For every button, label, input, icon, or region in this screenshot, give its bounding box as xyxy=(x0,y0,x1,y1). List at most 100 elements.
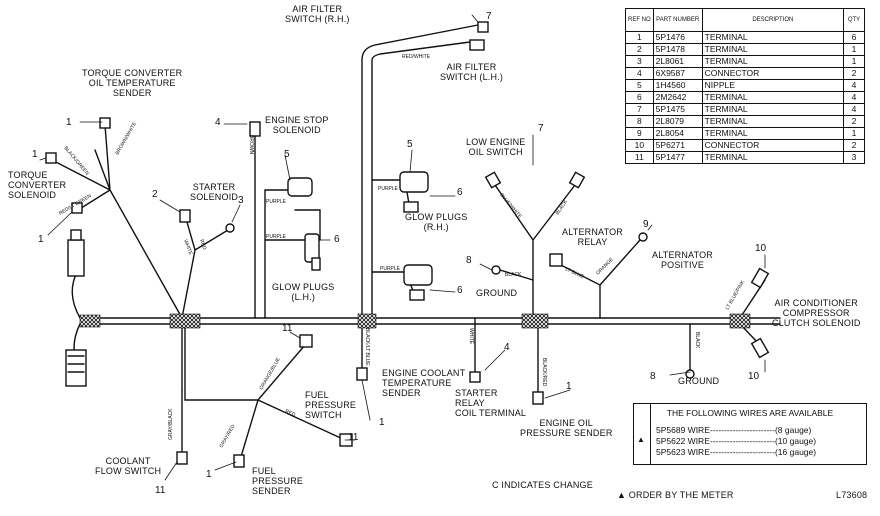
description-cell: TERMINAL xyxy=(701,31,845,44)
ref-no-cell: 10 xyxy=(625,139,654,152)
part-number-cell: 2L8061 xyxy=(652,55,703,68)
label-fuel-pressure-sender: FUEL PRESSURE SENDER xyxy=(252,466,304,496)
ref-no-cell: 4 xyxy=(625,67,654,80)
alternator-branch xyxy=(554,239,641,319)
part-number-cell: 2L8054 xyxy=(652,127,703,140)
wire-box-divider xyxy=(650,404,651,464)
qty-cell: 2 xyxy=(843,139,865,152)
starter-branch xyxy=(181,214,229,319)
parts-table-header: REF NO PART NUMBER DESCRIPTION QTY xyxy=(625,8,865,32)
ref-no-cell: 8 xyxy=(625,115,654,128)
wire-brown-white: BROWN/WHITE xyxy=(115,121,139,156)
ground-1-branch xyxy=(499,269,534,281)
label-fuel-pressure-switch: FUEL PRESSURE SWITCH xyxy=(305,390,357,420)
ref-no-cell: 1 xyxy=(625,31,654,44)
ref-no-cell: 9 xyxy=(625,127,654,140)
fuel-branch xyxy=(181,323,346,461)
low-oil-branch xyxy=(494,184,576,319)
wire-row: 5P5622 WIRE-----------------------(10 ga… xyxy=(656,436,817,446)
qty-cell: 3 xyxy=(843,151,865,164)
description-cell: CONNECTOR xyxy=(701,139,845,152)
callout-9: 9 xyxy=(643,219,649,230)
callout-4: 4 xyxy=(215,117,221,128)
ref-no-cell: 7 xyxy=(625,103,654,116)
qty-cell: 6 xyxy=(843,31,865,44)
description-cell: TERMINAL xyxy=(701,91,845,104)
description-cell: TERMINAL xyxy=(701,43,845,56)
callout-11: 11 xyxy=(348,432,359,443)
label-glow-plugs-rh: GLOW PLUGS (R.H.) xyxy=(405,212,468,232)
header-part-number: PART NUMBER xyxy=(652,8,703,32)
ac-clutch-branch xyxy=(739,279,766,346)
callout-7: 7 xyxy=(486,11,492,22)
wire-purple-3: PURPLE xyxy=(378,186,399,192)
label-alternator-relay: ALTERNATOR RELAY xyxy=(562,227,624,247)
qty-cell: 4 xyxy=(843,103,865,116)
description-cell: TERMINAL xyxy=(701,115,845,128)
wire-red-2: RED xyxy=(284,408,296,418)
description-cell: TERMINAL xyxy=(701,103,845,116)
wire-purple-2: PURPLE xyxy=(266,234,287,240)
callout-1: 1 xyxy=(206,469,212,480)
callout-8: 8 xyxy=(466,255,472,266)
part-number-cell: 6X9587 xyxy=(652,67,703,80)
qty-cell: 1 xyxy=(843,55,865,68)
wire-gray-black: GRAY/BLACK xyxy=(168,408,174,440)
callout-1: 1 xyxy=(566,381,572,392)
callout-7: 7 xyxy=(538,123,544,134)
wire-black-red: BLACK/RED xyxy=(541,358,547,387)
qty-cell: 4 xyxy=(843,79,865,92)
part-number-cell: 5P6271 xyxy=(652,139,703,152)
wire-brown: BROWN xyxy=(248,135,254,155)
label-low-oil-switch: LOW ENGINE OIL SWITCH xyxy=(466,137,526,157)
description-cell: TERMINAL xyxy=(701,55,845,68)
wire-orange: ORANGE xyxy=(595,256,615,276)
callout-11: 11 xyxy=(155,485,166,496)
callout-6: 6 xyxy=(334,234,340,245)
ref-no-cell: 2 xyxy=(625,43,654,56)
wire-box-title: THE FOLLOWING WIRES ARE AVAILABLE xyxy=(666,408,834,418)
callout-1: 1 xyxy=(32,149,38,160)
description-cell: TERMINAL xyxy=(701,127,845,140)
left-main-connector xyxy=(65,229,87,387)
callout-6: 6 xyxy=(457,285,463,296)
description-cell: CONNECTOR xyxy=(701,67,845,80)
header-description: DESCRIPTION xyxy=(701,8,845,32)
wire-availability-box: ▲ THE FOLLOWING WIRES ARE AVAILABLE 5P56… xyxy=(633,403,867,465)
label-torque-solenoid: TORQUE CONVERTER SOLENOID xyxy=(8,170,67,200)
wire-red-white: RED/WHITE xyxy=(402,54,431,60)
order-marker: ▲ xyxy=(637,435,645,444)
description-cell: TERMINAL xyxy=(701,151,845,164)
label-ac-clutch: AIR CONDITIONER COMPRESSOR CLUTCH SOLENO… xyxy=(772,298,861,328)
ref-no-cell: 3 xyxy=(625,55,654,68)
qty-cell: 2 xyxy=(843,67,865,80)
wire-red-1: RED xyxy=(198,239,207,251)
ref-no-cell: 11 xyxy=(625,151,654,164)
callout-6: 6 xyxy=(457,187,463,198)
wire-black-lt-blue: BLACK/LT BLUE xyxy=(364,328,370,366)
qty-cell: 1 xyxy=(843,127,865,140)
wire-white-1: WHITE xyxy=(182,239,193,257)
wire-lt-blue-pink: LT BLUE/PINK xyxy=(725,279,747,311)
label-ground-1: GROUND xyxy=(476,288,518,298)
qty-cell: 2 xyxy=(843,115,865,128)
part-number-cell: 5P1478 xyxy=(652,43,703,56)
wire-black-3: BLACK xyxy=(694,332,700,349)
callout-5: 5 xyxy=(284,149,290,160)
callout-10: 10 xyxy=(755,243,767,254)
wire-gray-red: GRAY/RED xyxy=(219,423,237,449)
label-starter-solenoid: STARTER SOLENOID xyxy=(190,182,239,202)
ref-no-cell: 5 xyxy=(625,79,654,92)
label-engine-stop: ENGINE STOP SOLENOID xyxy=(265,115,329,135)
figure-id: L73608 xyxy=(836,490,868,500)
wire-black-1: BLACK xyxy=(555,199,570,216)
callout-10: 10 xyxy=(748,371,760,382)
part-number-cell: 2L8079 xyxy=(652,115,703,128)
description-cell: NIPPLE xyxy=(701,79,845,92)
